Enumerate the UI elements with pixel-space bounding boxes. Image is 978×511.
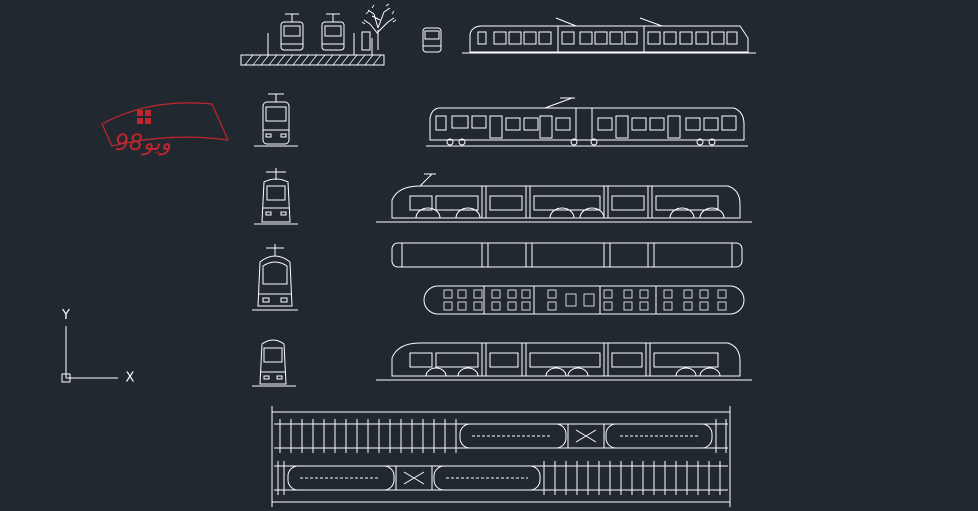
watermark-text: 98ویو <box>115 131 171 156</box>
tram-side-3[interactable] <box>376 342 752 381</box>
tram-plan-1 <box>459 423 713 449</box>
track-sleepers-1 <box>279 419 727 453</box>
tram-track-plan[interactable] <box>271 406 731 507</box>
watermark-logo: 98ویو <box>101 102 229 156</box>
ucs-y-label: Y <box>61 308 70 323</box>
tram-side-2[interactable] <box>376 173 752 223</box>
track-sleepers-2 <box>277 461 721 495</box>
tram-roof-plan[interactable] <box>391 242 743 268</box>
window-grid-icon <box>137 110 151 124</box>
tram-front-1[interactable] <box>254 93 298 147</box>
tree-icon <box>361 3 397 51</box>
tram-floor-plan[interactable] <box>423 285 745 315</box>
tram-front-small[interactable] <box>422 27 442 53</box>
tram-front-3[interactable] <box>252 244 298 311</box>
tram-station-section[interactable] <box>240 3 397 66</box>
ucs-x-label: X <box>126 371 135 386</box>
ucs-axis-icon: Y X <box>61 308 135 386</box>
tram-side-1[interactable] <box>426 97 748 147</box>
tram-front-4[interactable] <box>252 339 296 387</box>
tram-front-2[interactable] <box>254 168 298 225</box>
tram-side-pantograph[interactable] <box>462 17 756 54</box>
tram-plan-2 <box>287 465 541 491</box>
